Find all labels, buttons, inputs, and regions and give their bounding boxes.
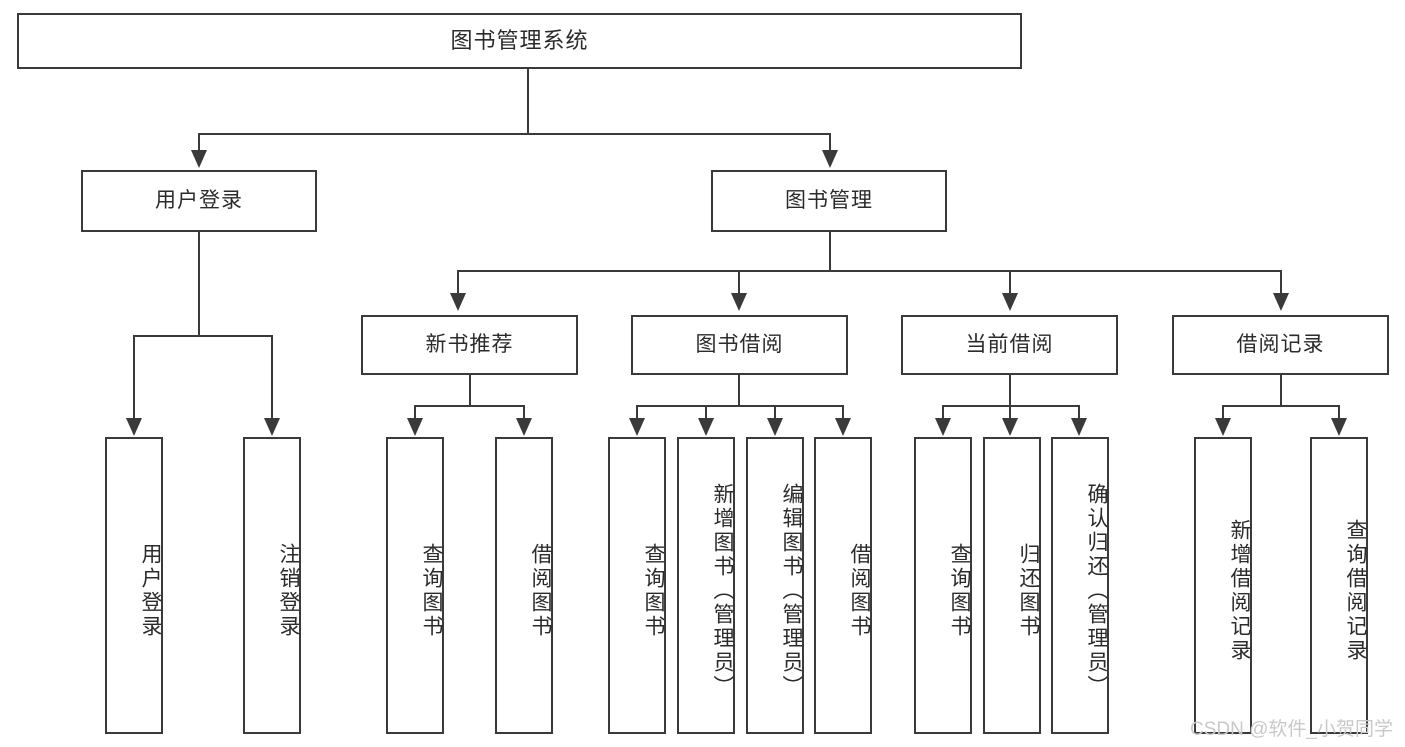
connector-borrow-record-bus xyxy=(1222,405,1339,407)
arrowhead-current-borrow xyxy=(1002,293,1018,311)
connector-drop-book-borrow xyxy=(738,270,740,295)
node-label: 新书推荐 xyxy=(425,333,514,357)
node-label: 查询图书 xyxy=(420,542,443,639)
watermark-text: CSDN @软件_小贺同学 xyxy=(1190,719,1393,740)
arrowhead-leaf-logout xyxy=(264,418,280,436)
arrowhead-leaf-query-record xyxy=(1331,418,1347,436)
connector-drop-leaf-add-record xyxy=(1222,405,1224,420)
node-label: 注销登录 xyxy=(277,542,300,639)
leaf-confirm-return-admin[interactable]: 确认归还（管理员） xyxy=(1051,437,1109,734)
leaf-user-login[interactable]: 用户登录 xyxy=(105,437,163,734)
node-label: 查询图书 xyxy=(948,542,971,639)
leaf-borrow-book[interactable]: 借阅图书 xyxy=(814,437,872,734)
connector-current-borrow-stem xyxy=(1009,375,1011,406)
node-book-borrow[interactable]: 图书借阅 xyxy=(631,315,848,375)
arrowhead-leaf-borrow-book-2 xyxy=(835,418,851,436)
connector-drop-leaf-edit-book xyxy=(774,405,776,420)
node-label: 新增图书（管理员） xyxy=(711,482,734,699)
leaf-query-book-current[interactable]: 查询图书 xyxy=(914,437,972,734)
node-label: 图书管理 xyxy=(785,189,873,213)
connector-drop-leaf-logout xyxy=(271,335,273,420)
connector-drop-leaf-confirm-return xyxy=(1078,405,1080,420)
arrowhead-leaf-confirm-return xyxy=(1071,418,1087,436)
connector-drop-user-login xyxy=(198,133,200,155)
arrowhead-leaf-query-book-1 xyxy=(407,418,423,436)
node-borrow-record[interactable]: 借阅记录 xyxy=(1172,315,1389,375)
node-book-management[interactable]: 图书管理 xyxy=(711,170,947,232)
connector-drop-leaf-query-book-3 xyxy=(942,405,944,420)
arrowhead-leaf-borrow-book-1 xyxy=(516,418,532,436)
node-label: 查询借阅记录 xyxy=(1344,518,1367,663)
leaf-query-book-borrow[interactable]: 查询图书 xyxy=(608,437,666,734)
connector-current-borrow-bus xyxy=(942,405,1080,407)
connector-book-borrow-stem xyxy=(738,375,740,406)
connector-drop-borrow-record xyxy=(1280,270,1282,295)
node-label: 图书借阅 xyxy=(695,333,784,357)
node-label: 用户登录 xyxy=(155,189,243,213)
connector-new-book-bus xyxy=(414,405,524,407)
node-user-login[interactable]: 用户登录 xyxy=(81,170,317,232)
node-label: 查询图书 xyxy=(642,542,665,639)
node-label: 借阅图书 xyxy=(848,542,871,639)
connector-new-book-stem xyxy=(469,375,471,406)
connector-user-login-bus xyxy=(133,335,273,337)
arrowhead-user-login xyxy=(191,150,207,168)
arrowhead-leaf-edit-book xyxy=(767,418,783,436)
node-label: 借阅图书 xyxy=(529,542,552,639)
arrowhead-leaf-query-book-2 xyxy=(629,418,645,436)
connector-borrow-record-stem xyxy=(1280,375,1282,406)
connector-drop-leaf-user-login xyxy=(133,335,135,420)
connector-book-borrow-bus xyxy=(636,405,844,407)
connector-drop-leaf-add-book xyxy=(705,405,707,420)
connector-drop-leaf-borrow-book-1 xyxy=(523,405,525,420)
node-current-borrow[interactable]: 当前借阅 xyxy=(901,315,1118,375)
node-label: 编辑图书（管理员） xyxy=(780,482,803,699)
connector-drop-leaf-query-record xyxy=(1338,405,1340,420)
node-label: 借阅记录 xyxy=(1236,333,1325,357)
leaf-query-book-recommend[interactable]: 查询图书 xyxy=(386,437,444,734)
node-label: 用户登录 xyxy=(139,542,162,639)
leaf-add-borrow-record[interactable]: 新增借阅记录 xyxy=(1194,437,1252,734)
connector-level3-bus xyxy=(457,270,1282,272)
node-label: 图书管理系统 xyxy=(450,27,589,53)
connector-drop-book-management xyxy=(829,133,831,155)
connector-drop-new-book xyxy=(457,270,459,295)
arrowhead-borrow-record xyxy=(1273,293,1289,311)
node-label: 新增借阅记录 xyxy=(1228,518,1251,663)
arrowhead-book-management xyxy=(822,150,838,168)
arrowhead-book-borrow xyxy=(731,293,747,311)
connector-drop-leaf-query-book-1 xyxy=(414,405,416,420)
leaf-return-book[interactable]: 归还图书 xyxy=(983,437,1041,734)
connector-level2-bus xyxy=(198,133,830,135)
leaf-add-book-admin[interactable]: 新增图书（管理员） xyxy=(677,437,735,734)
arrowhead-leaf-user-login xyxy=(126,418,142,436)
leaf-logout[interactable]: 注销登录 xyxy=(243,437,301,734)
arrowhead-new-book xyxy=(450,293,466,311)
leaf-edit-book-admin[interactable]: 编辑图书（管理员） xyxy=(746,437,804,734)
connector-drop-leaf-borrow-book-2 xyxy=(842,405,844,420)
node-label: 当前借阅 xyxy=(965,333,1054,357)
connector-root-stem xyxy=(527,69,529,134)
node-label: 确认归还（管理员） xyxy=(1085,482,1108,699)
arrowhead-leaf-return-book xyxy=(1002,418,1018,436)
node-label: 归还图书 xyxy=(1017,542,1040,639)
leaf-query-borrow-record[interactable]: 查询借阅记录 xyxy=(1310,437,1368,734)
connector-drop-leaf-return-book xyxy=(1009,405,1011,420)
arrowhead-leaf-query-book-3 xyxy=(935,418,951,436)
connector-user-login-stem xyxy=(198,232,200,336)
connector-drop-current-borrow xyxy=(1009,270,1011,295)
arrowhead-leaf-add-book xyxy=(698,418,714,436)
arrowhead-leaf-add-record xyxy=(1215,418,1231,436)
connector-drop-leaf-query-book-2 xyxy=(636,405,638,420)
node-book-management-system[interactable]: 图书管理系统 xyxy=(17,13,1022,69)
leaf-borrow-book-recommend[interactable]: 借阅图书 xyxy=(495,437,553,734)
connector-book-management-stem xyxy=(829,232,831,271)
node-new-book-recommend[interactable]: 新书推荐 xyxy=(361,315,578,375)
